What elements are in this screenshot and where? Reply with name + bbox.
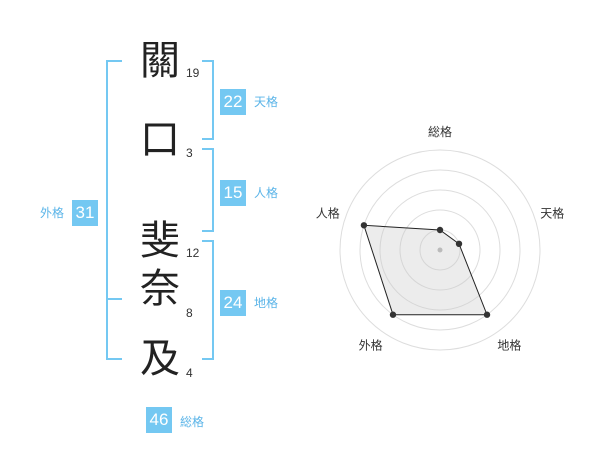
stroke-count-5: 4 (186, 366, 193, 380)
gaikaku-value: 31 (72, 200, 98, 226)
data-area (363, 224, 488, 316)
chikaku-label: 地格 (254, 296, 279, 310)
jinkaku-value: 15 (220, 180, 246, 206)
jinkaku-bracket-vertical (212, 148, 214, 232)
jinkaku-label: 人格 (254, 186, 279, 200)
gaikaku-bracket-vertical (106, 60, 108, 360)
axis-label-1: 総格 (428, 124, 452, 139)
stroke-count-4: 8 (186, 306, 193, 320)
gaikaku-bracket-top (106, 60, 122, 62)
data-point-4 (389, 311, 397, 318)
tenkaku-bracket-top (202, 60, 214, 62)
chikaku-bracket-vertical (212, 240, 214, 360)
gaikaku-label: 外格 (40, 206, 65, 220)
soukaku-label: 総格 (180, 415, 205, 429)
axis-label-2: 天格 (540, 206, 564, 221)
soukaku-value: 46 (146, 407, 172, 433)
chikaku-bracket-bottom (202, 358, 214, 360)
data-point-2 (455, 240, 463, 248)
name-char-5: 及 (140, 336, 180, 382)
jinkaku-bracket-top (202, 148, 214, 150)
axis-label-4: 外格 (359, 338, 383, 353)
data-point-5 (360, 222, 368, 229)
tenkaku-bracket-vertical (212, 60, 214, 140)
name-char-3: 斐 (140, 218, 180, 264)
jinkaku-bracket-bottom (202, 230, 214, 232)
gaikaku-bracket-mid (106, 298, 122, 300)
axis-label-5: 人格 (316, 206, 340, 221)
tenkaku-value: 22 (220, 89, 246, 115)
stroke-count-2: 3 (186, 146, 193, 160)
name-char-1: 關 (140, 38, 180, 84)
stroke-count-1: 19 (186, 66, 200, 80)
chikaku-value: 24 (220, 290, 246, 316)
data-point-3 (483, 311, 491, 318)
chikaku-bracket-top (202, 240, 214, 242)
axis-label-3: 地格 (497, 338, 521, 353)
gaikaku-bracket-bottom (106, 358, 122, 360)
center-dot (437, 247, 443, 253)
data-point-1 (436, 226, 444, 234)
tenkaku-bracket-bottom (202, 138, 214, 140)
name-char-2: 口 (140, 117, 180, 163)
tenkaku-label: 天格 (254, 95, 279, 109)
stroke-count-3: 12 (186, 246, 200, 260)
name-char-4: 奈 (140, 266, 180, 312)
